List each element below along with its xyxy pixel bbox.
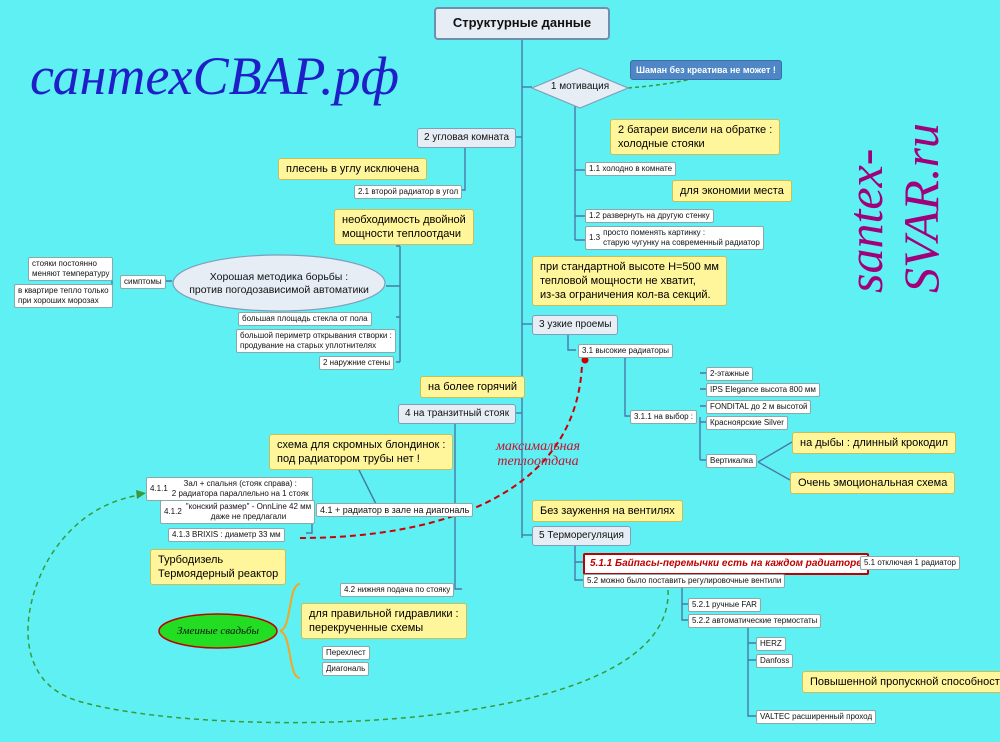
note-cold-risers[interactable]: 2 батареи висели на обратке : холодные с… [610,119,781,155]
note-double-power[interactable]: необходимость двойной мощности теплоотда… [334,209,474,245]
node-4-1-1-text: Зал + спальня (стояк справа) : 2 радиато… [171,479,309,498]
node-4-1[interactable]: 4.1 + радиатор в зале на диагональ [316,503,474,517]
note-blonde[interactable]: схема для скромных блондинок : под радиа… [269,434,454,470]
node-5-2-2[interactable]: 5.2.2 автоматические термостаты [688,614,822,628]
node-5-2-1[interactable]: 5.2.1 ручные FAR [688,598,761,612]
node-perimeter[interactable]: большой периметр открывания створки : пр… [236,329,396,353]
node-vertikalka[interactable]: Вертикалка [706,454,758,468]
node-diagonal[interactable]: Диагональ [322,662,370,676]
callout-max-heat: максимальная теплоотдача [496,439,581,469]
node-1-1[interactable]: 1.1 холодно в комнате [585,162,677,176]
note-save-space[interactable]: для экономии места [672,180,792,202]
node-3-1[interactable]: 3.1 высокие радиаторы [578,344,674,358]
callout-shaman[interactable]: Шаман без креатива не может ! [630,60,782,80]
choice-two-storey[interactable]: 2-этажные [706,367,754,381]
symptom-temp[interactable]: стояки постоянно меняют температуру [28,257,114,281]
node-5-1-1-bypass[interactable]: 5.1.1 Байпасы-перемычки есть на каждом р… [583,553,869,575]
node-5-1[interactable]: 5.1 отключая 1 радиатор [860,556,960,570]
brand-logo-left: сантехСВАР.рф [30,46,399,106]
node-outer-walls[interactable]: 2 наружние стены [319,356,395,370]
note-emotional[interactable]: Очень эмоциональная схема [790,472,956,494]
node-4-1-1[interactable]: 4.1.1Зал + спальня (стояк справа) : 2 ра… [146,477,313,501]
choice-ips[interactable]: IPS Elegance высота 800 мм [706,383,820,397]
node-2-1[interactable]: 2.1 второй радиатор в угол [354,185,463,199]
note-hotter[interactable]: на более горячий [420,376,525,398]
method-text[interactable]: Хорошая методика борьбы : против погодоз… [189,271,369,296]
node-1-2[interactable]: 1.2 развернуть на другую стенку [585,209,714,223]
node-4-1-3[interactable]: 4.1.3 BRIXIS : диаметр 33 мм [168,528,285,542]
node-4-2[interactable]: 4.2 нижняя подача по стояку [340,583,455,597]
node-3-narrow[interactable]: 3 узкие проемы [532,315,619,335]
note-mold[interactable]: плесень в углу исключена [278,158,428,180]
brand-logo-vertical: santex-SVAR.ru [837,123,949,293]
note-no-narrowing[interactable]: Без зауження на вентилях [532,500,683,522]
node-2-corner-room[interactable]: 2 угловая комната [417,128,517,148]
node-symptoms[interactable]: симптомы [120,275,166,289]
choice-fondital[interactable]: FONDITAL до 2 м высотой [706,400,812,414]
node-5-thermo[interactable]: 5 Терморегуляция [532,526,631,546]
node-1-3[interactable]: 1.3просто поменять картинку : старую чуг… [585,226,764,250]
node-4-1-2-num: 4.1.2 [164,507,182,516]
snake-wedding-label[interactable]: Змеиные свадьбы [176,625,260,637]
node-5-2[interactable]: 5.2 можно было поставить регулировочные … [583,574,786,588]
motivation-diamond [530,67,630,109]
node-glass[interactable]: большая площадь стекла от пола [238,312,372,326]
node-3-1-1[interactable]: 3.1.1 на выбор : [630,410,698,424]
method-ellipse [172,254,386,312]
node-4-1-2[interactable]: 4.1.2"конский размер" - OnnLine 42 мм да… [160,500,316,524]
root-node[interactable]: Структурные данные [434,7,610,40]
note-turbo[interactable]: Турбодизель Термоядерный реактор [150,549,287,585]
node-4-1-2-text: "конский размер" - OnnLine 42 мм даже не… [185,502,312,521]
node-crossover[interactable]: Перехлест [322,646,370,660]
symptom-frost[interactable]: в квартире тепло только при хороших моро… [14,284,113,308]
node-1-3-num: 1.3 [589,233,601,242]
node-4-1-1-num: 4.1.1 [150,484,168,493]
note-hydraulics[interactable]: для правильной гидравлики : перекрученны… [301,603,467,639]
node-4-transit[interactable]: 4 на транзитный стояк [398,404,517,424]
snake-ellipse [158,613,278,649]
note-narrow-power[interactable]: при стандартной высоте Н=500 мм тепловой… [532,256,727,306]
note-crocodile[interactable]: на дыбы : длинный крокодил [792,432,957,454]
motivation-label[interactable]: 1 мотивация [550,81,610,92]
node-1-3-text: просто поменять картинку : старую чугунк… [603,228,760,247]
brand-valtec[interactable]: VALTEC расширенный проход [756,710,877,724]
note-high-flow[interactable]: Повышенной пропускной способности [802,671,1000,693]
brand-herz[interactable]: HERZ [756,637,786,651]
brand-danfoss[interactable]: Danfoss [756,654,794,668]
choice-krasnoyarsk[interactable]: Красноярские Silver [706,416,788,430]
